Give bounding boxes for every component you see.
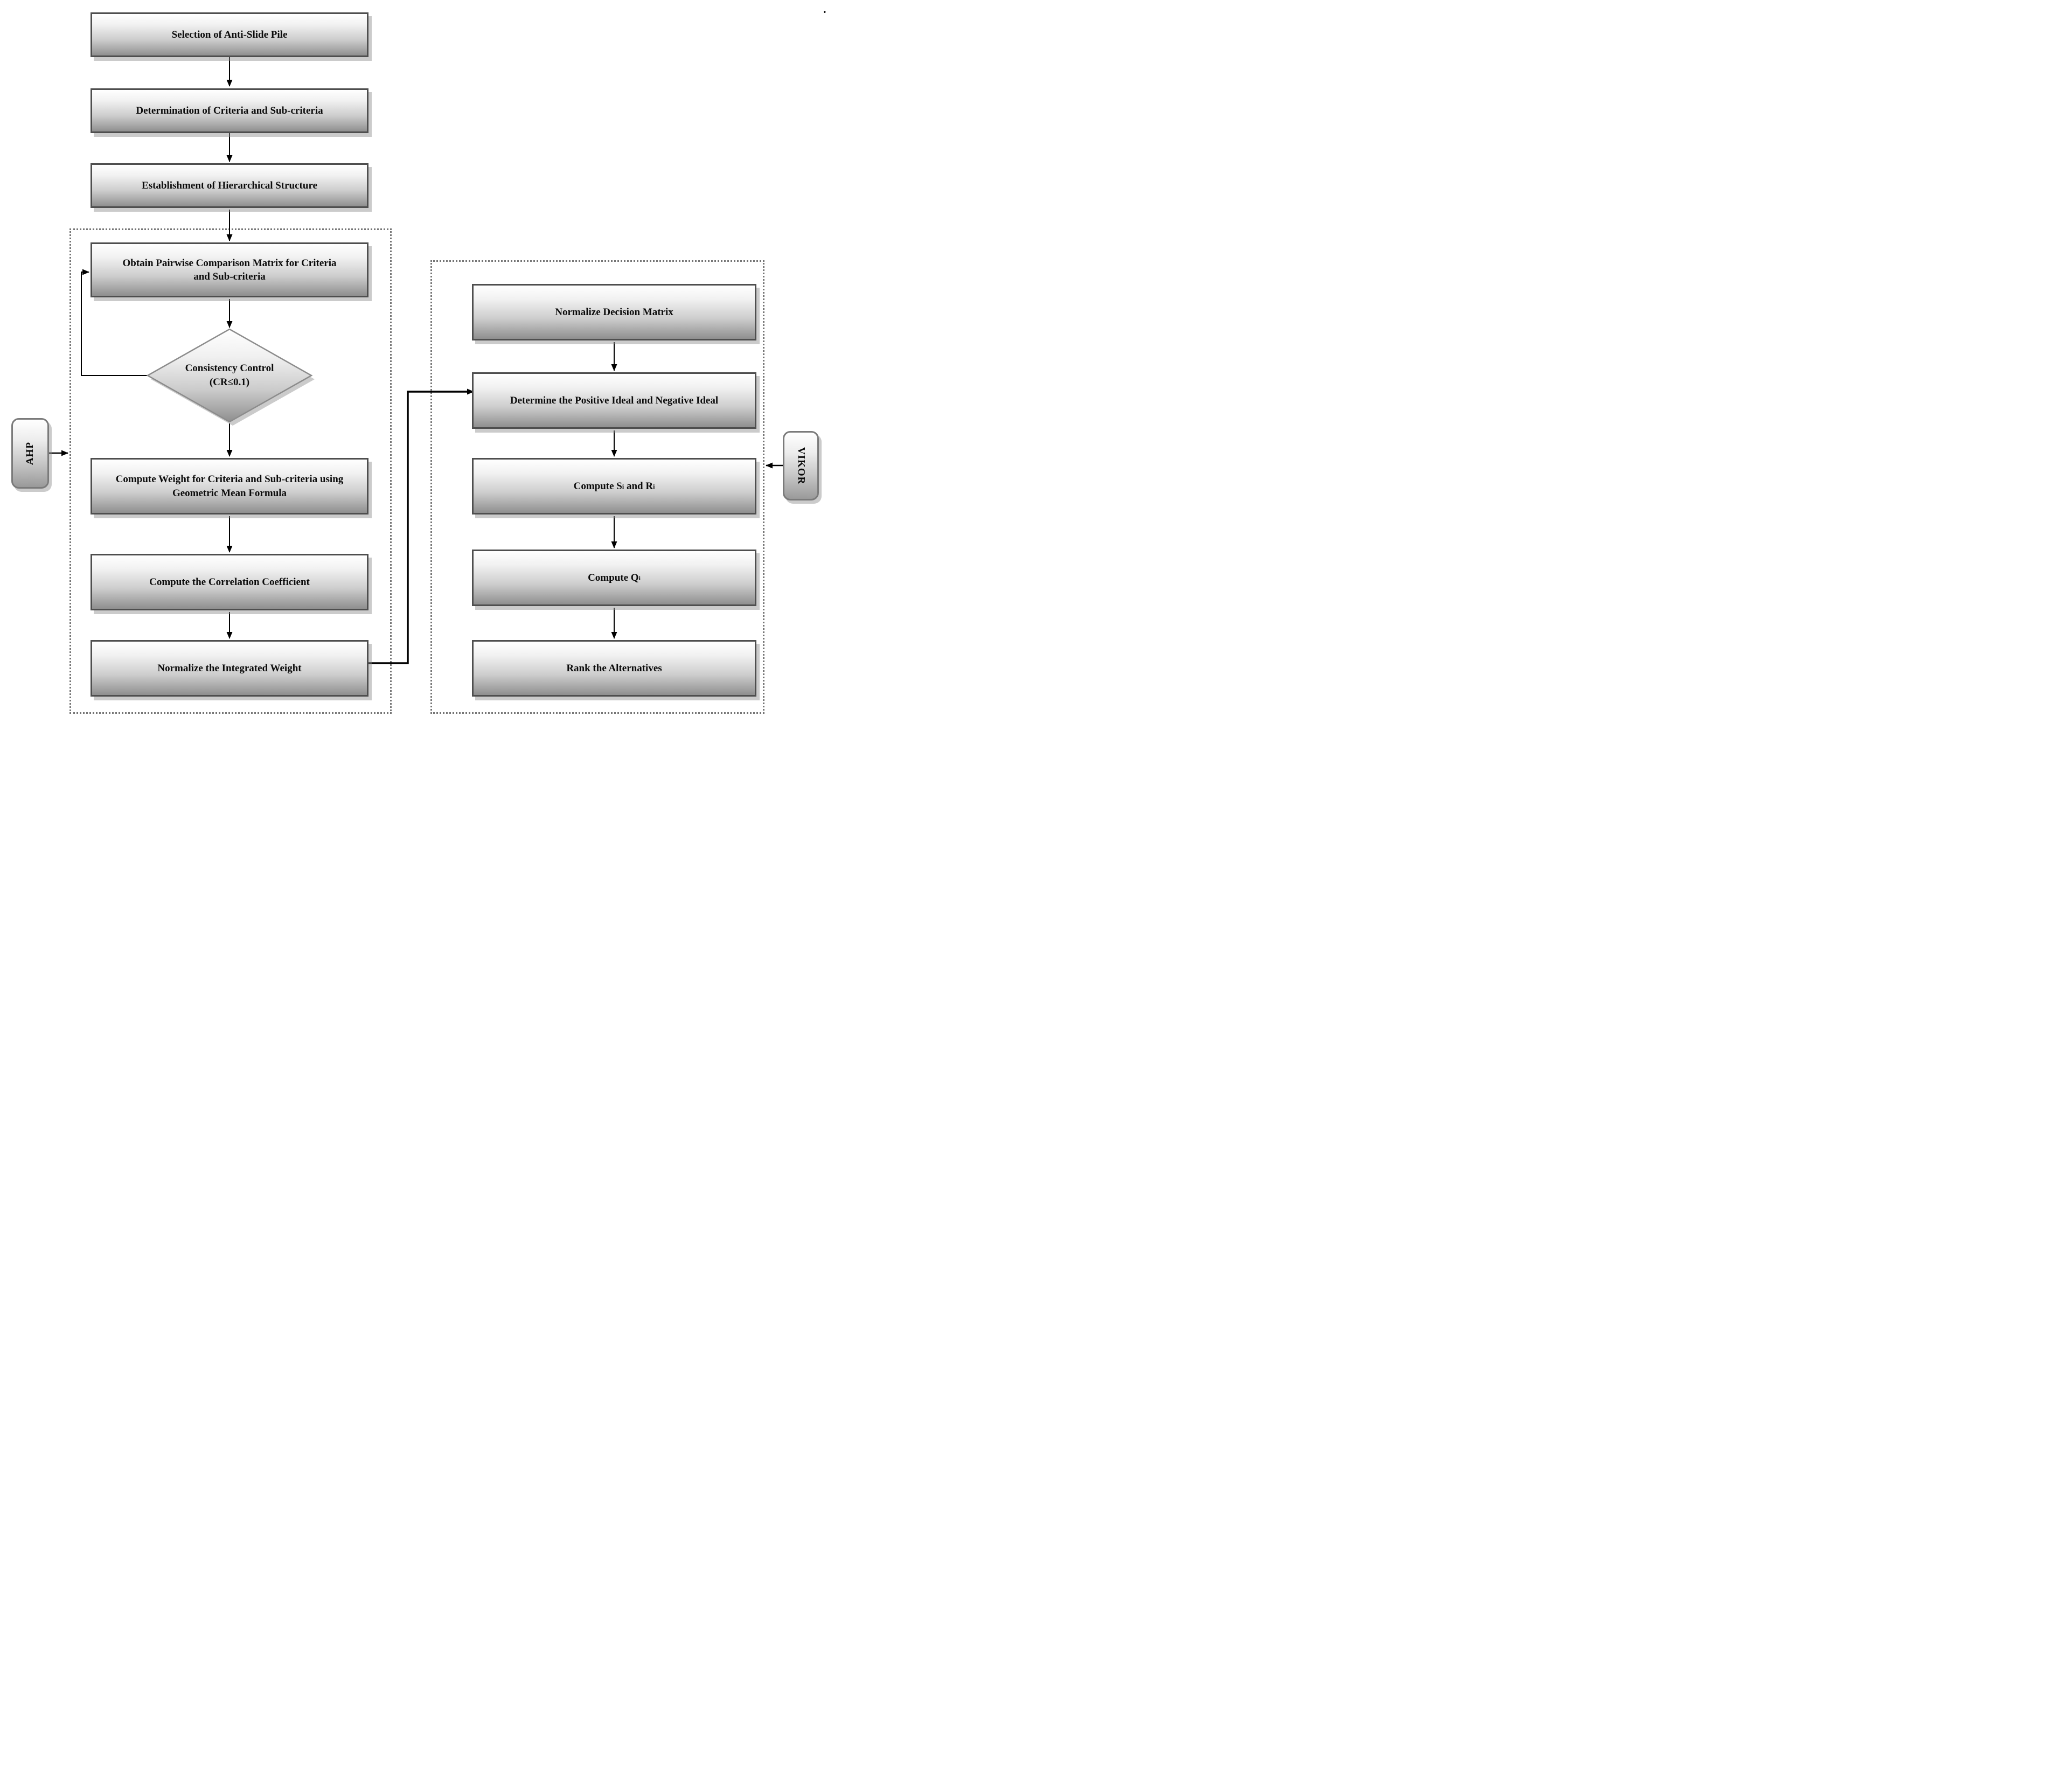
node-pairwise-label: Obtain Pairwise Comparison Matrix for Cr…: [122, 257, 337, 282]
node-determination: Determination of Criteria and Sub-criter…: [91, 88, 368, 133]
compute-sr-sub1: i: [622, 482, 624, 490]
ahp-group-pill: AHP: [11, 418, 49, 489]
node-normalize-matrix: Normalize Decision Matrix: [472, 284, 756, 340]
ahp-group-label: AHP: [24, 441, 36, 465]
node-pairwise: Obtain Pairwise Comparison Matrix for Cr…: [91, 242, 368, 297]
node-establishment: Establishment of Hierarchical Structure: [91, 163, 368, 208]
compute-sr-sub2: i: [653, 482, 655, 490]
vikor-group-pill: VIKOR: [783, 431, 819, 500]
compute-sr-text1: Compute S: [573, 480, 622, 492]
node-selection-label: Selection of Anti-Slide Pile: [171, 29, 288, 40]
node-normalize-matrix-label: Normalize Decision Matrix: [555, 306, 673, 318]
node-selection: Selection of Anti-Slide Pile: [91, 12, 368, 57]
node-rank: Rank the Alternatives: [472, 640, 756, 697]
node-establishment-label: Establishment of Hierarchical Structure: [142, 179, 317, 191]
consistency-line2: (CR≤0.1): [209, 377, 250, 388]
node-consistency-label: Consistency Control (CR≤0.1): [159, 352, 300, 399]
node-normalize-weight-label: Normalize the Integrated Weight: [157, 662, 302, 674]
vikor-group-label: VIKOR: [795, 447, 807, 485]
page-dot: .: [823, 2, 826, 16]
node-determination-label: Determination of Criteria and Sub-criter…: [136, 105, 323, 116]
node-ideal: Determine the Positive Ideal and Negativ…: [472, 372, 756, 429]
node-correlation-label: Compute the Correlation Coefficient: [149, 576, 310, 588]
compute-q-sub1: i: [638, 574, 641, 582]
node-weights: Compute Weight for Criteria and Sub-crit…: [91, 458, 368, 514]
node-weights-label: Compute Weight for Criteria and Sub-crit…: [115, 474, 344, 499]
node-ideal-label: Determine the Positive Ideal and Negativ…: [510, 394, 719, 406]
node-normalize-weight: Normalize the Integrated Weight: [91, 640, 368, 697]
flowchart-canvas: Selection of Anti-Slide Pile Determinati…: [0, 0, 829, 715]
compute-sr-text2: and R: [624, 480, 653, 492]
node-correlation: Compute the Correlation Coefficient: [91, 554, 368, 610]
node-rank-label: Rank the Alternatives: [566, 662, 662, 674]
compute-q-text1: Compute Q: [588, 572, 639, 583]
consistency-line1: Consistency Control: [185, 363, 274, 374]
